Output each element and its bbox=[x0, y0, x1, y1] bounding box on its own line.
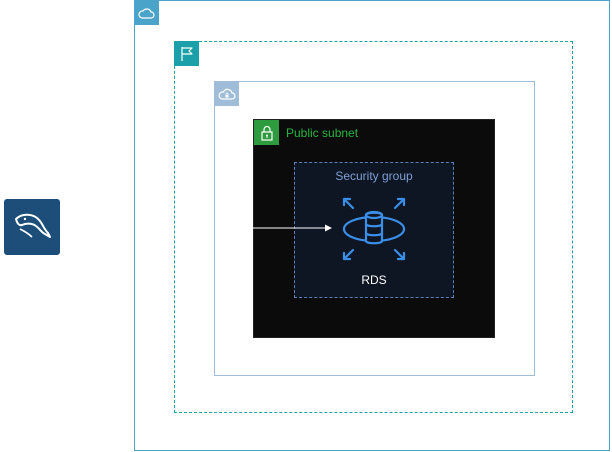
cloud-lock-icon bbox=[214, 81, 239, 106]
cloud-icon bbox=[134, 0, 159, 25]
subnet-label: Public subnet bbox=[286, 126, 359, 140]
region-group bbox=[174, 41, 573, 413]
mysql-client-tile bbox=[4, 199, 60, 255]
padlock-icon bbox=[254, 120, 279, 145]
rds-database-icon bbox=[342, 197, 406, 261]
aws-cloud-group bbox=[134, 0, 610, 451]
vpc-group bbox=[214, 81, 535, 376]
mysql-dolphin-icon bbox=[15, 213, 51, 238]
security-group-label: Security group bbox=[335, 169, 413, 183]
rds-label: RDS bbox=[361, 273, 387, 287]
flag-icon bbox=[174, 41, 199, 66]
